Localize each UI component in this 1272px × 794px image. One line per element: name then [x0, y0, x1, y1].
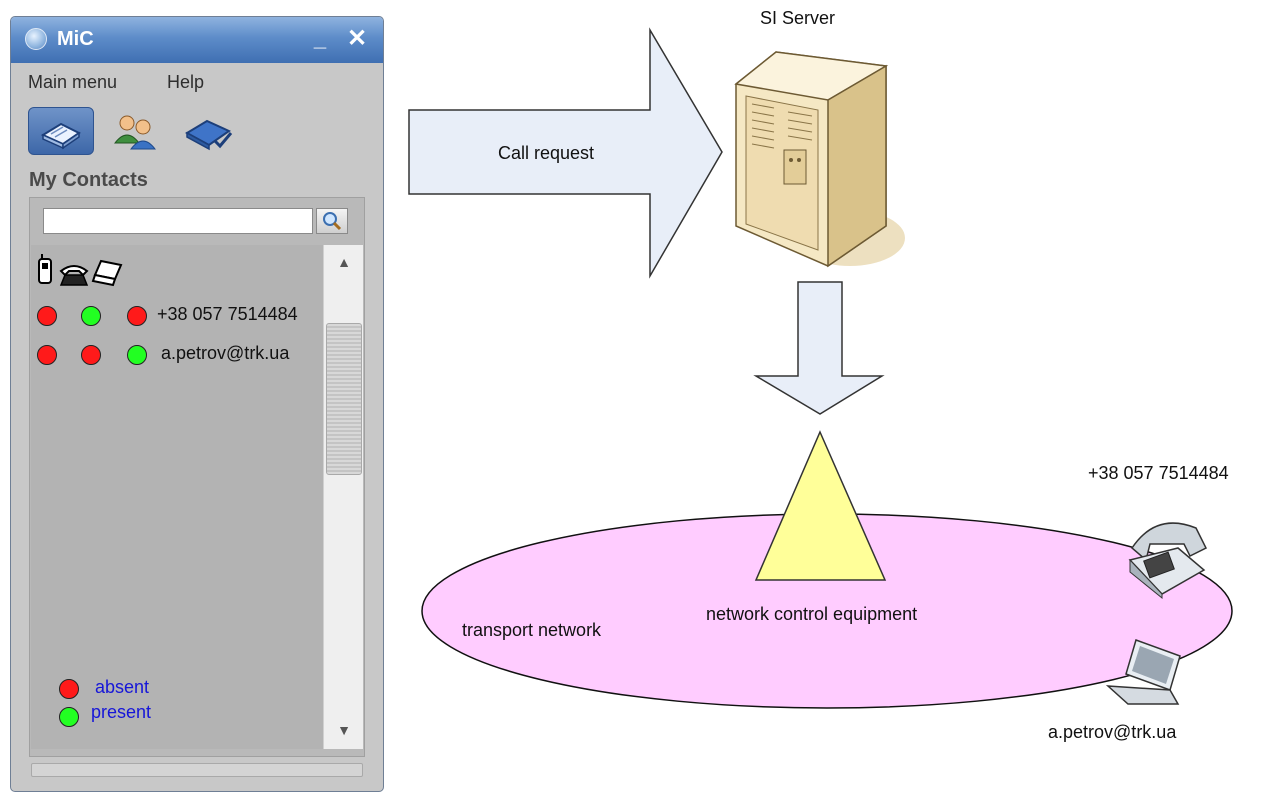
status-bar [31, 763, 363, 777]
laptop-icon [91, 259, 123, 287]
users-icon[interactable] [107, 109, 163, 155]
status-dot-absent [37, 345, 57, 365]
down-arrow [753, 281, 885, 415]
call-request-label: Call request [498, 143, 595, 163]
section-title: My Contacts [29, 169, 148, 191]
menu-help[interactable]: Help [167, 72, 205, 92]
server-label: SI Server [760, 8, 836, 28]
scroll-up-icon[interactable]: ▲ [337, 254, 351, 270]
call-request-arrow [408, 27, 723, 279]
legend-present-dot [59, 707, 79, 727]
equipment-label: network control equipment [706, 604, 918, 624]
desk-phone-icon [1128, 522, 1208, 600]
server-icon [734, 51, 905, 268]
phone-number-label: +38 057 7514484 [1088, 463, 1229, 483]
mic-logo-icon [25, 28, 47, 50]
contact-list: +38 057 7514484 a.petrov@trk.ua absent p… [31, 245, 323, 749]
app-title: MiC [57, 28, 94, 50]
scroll-down-icon[interactable]: ▼ [337, 722, 351, 738]
toolbar-contacts-button[interactable] [28, 107, 94, 155]
title-bar[interactable]: MiC _ ✕ [11, 17, 383, 63]
search-button[interactable] [316, 208, 348, 234]
desk-phone-icon [59, 265, 89, 286]
status-dot-absent [127, 306, 147, 326]
network-label: transport network [462, 620, 602, 640]
legend-present-label: present [91, 702, 152, 722]
contact-row[interactable]: +38 057 7514484 [31, 301, 323, 329]
email-label: a.petrov@trk.ua [1048, 722, 1177, 742]
legend-absent-label: absent [95, 677, 150, 697]
mic-window: MiC _ ✕ Main menu Help My Contacts [10, 16, 384, 792]
address-book-icon [40, 122, 81, 150]
vertical-scrollbar[interactable]: ▲ ▼ [323, 245, 363, 749]
status-dot-present [81, 306, 101, 326]
contact-address: a.petrov@trk.ua [161, 343, 290, 363]
status-dot-absent [81, 345, 101, 365]
search-icon [323, 212, 342, 231]
close-button[interactable]: ✕ [346, 25, 368, 52]
contact-row[interactable]: a.petrov@trk.ua [31, 339, 323, 367]
mobile-phone-icon [38, 254, 52, 284]
status-dot-absent [37, 306, 57, 326]
book-check-icon[interactable] [181, 111, 237, 157]
network-control-triangle [754, 430, 887, 581]
laptop-icon [1105, 639, 1181, 705]
search-input[interactable] [43, 208, 313, 234]
menu-main[interactable]: Main menu [28, 72, 118, 92]
legend-absent-dot [59, 679, 79, 699]
scroll-thumb[interactable] [326, 323, 362, 475]
minimize-button[interactable]: _ [313, 26, 327, 51]
status-dot-present [127, 345, 147, 365]
contact-address: +38 057 7514484 [157, 304, 298, 324]
